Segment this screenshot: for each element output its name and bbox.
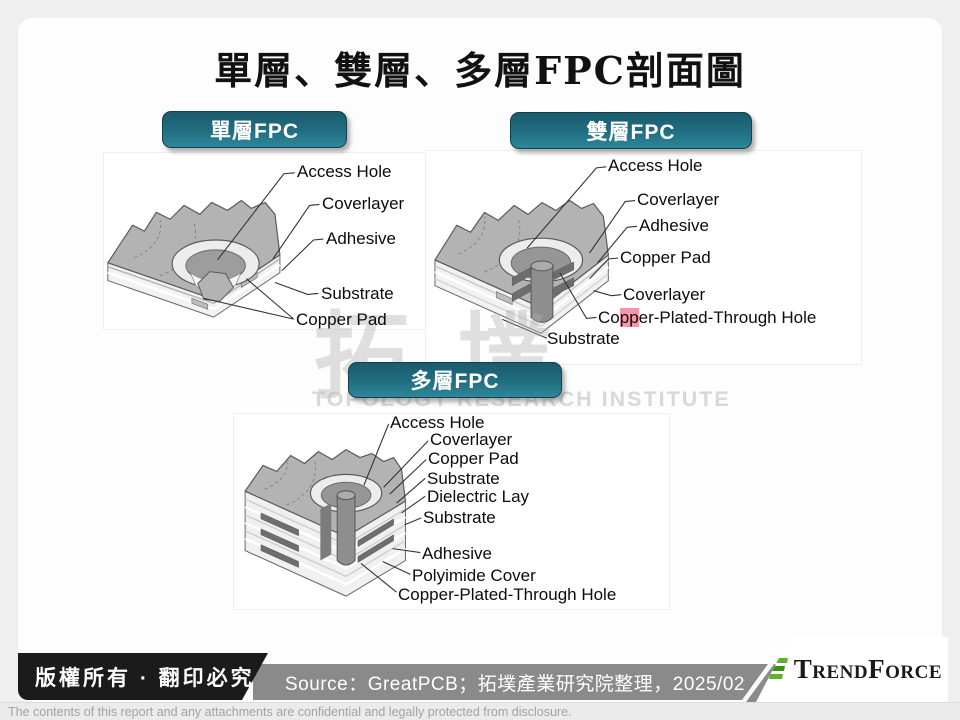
label-adhesive: Adhesive xyxy=(639,216,709,235)
single-layer-fpc-diagram xyxy=(103,152,441,330)
label-substrate-top: Substrate xyxy=(427,469,500,488)
multi-layer-fpc-diagram xyxy=(233,413,670,610)
label-copper-pad: Copper Pad xyxy=(620,248,711,267)
label-polyimide-cover: Polyimide Cover xyxy=(412,566,536,585)
single-layer-fpc-drawing xyxy=(107,172,324,320)
label-substrate: Substrate xyxy=(547,329,620,348)
copyright-bar: 版權所有 · 翻印必究 xyxy=(18,653,268,700)
leader-lines xyxy=(360,423,429,593)
badge-single-layer-fpc: 單層FPC xyxy=(162,111,347,148)
label-copper-plated-through-hole: Copper-Plated-Through Hole xyxy=(598,308,817,327)
label-coverlayer: Coverlayer xyxy=(430,430,513,449)
trendforce-wordmark: TrendForce xyxy=(793,654,942,684)
double-layer-fpc-diagram xyxy=(425,150,862,365)
double-layer-fpc-drawing xyxy=(434,166,638,339)
source-bar: Source：GreatPCB；拓墣產業研究院整理，2025/02 xyxy=(253,664,768,700)
pink-highlight: pp xyxy=(619,308,639,327)
leader-lines xyxy=(502,166,638,339)
label-adhesive: Adhesive xyxy=(422,544,492,563)
source-text: Source：GreatPCB；拓墣產業研究院整理，2025/02 xyxy=(285,673,745,695)
label-coverlayer-bottom: Coverlayer xyxy=(623,285,706,304)
badge-double-layer-fpc: 雙層FPC xyxy=(510,112,752,149)
label-access-hole: Access Hole xyxy=(390,413,485,432)
label-substrate: Substrate xyxy=(321,284,394,303)
leader-lines xyxy=(203,172,324,320)
label-adhesive: Adhesive xyxy=(326,229,396,248)
label-copper-pad: Copper Pad xyxy=(428,449,519,468)
label-copper-pad: Copper Pad xyxy=(296,310,387,329)
label-substrate-mid: Substrate xyxy=(423,508,496,527)
label-coverlayer: Coverlayer xyxy=(322,194,405,213)
page-title: 單層、雙層、多層FPC剖面圖 xyxy=(214,48,746,93)
disclaimer-text: The contents of this report and any atta… xyxy=(8,704,572,719)
label-access-hole: Access Hole xyxy=(297,162,392,181)
copyright-text: 版權所有 · 翻印必究 xyxy=(35,666,255,690)
label-coverlayer: Coverlayer xyxy=(637,190,720,209)
label-dielectric-lay: Dielectric Lay xyxy=(427,487,530,506)
label-access-hole: Access Hole xyxy=(608,156,703,175)
label-copper-plated-through-hole: Copper-Plated-Through Hole xyxy=(398,585,617,604)
disclaimer-bar: The contents of this report and any atta… xyxy=(0,702,960,720)
badge-multi-layer-fpc: 多層FPC xyxy=(348,362,562,398)
multi-layer-fpc-drawing xyxy=(244,423,429,597)
